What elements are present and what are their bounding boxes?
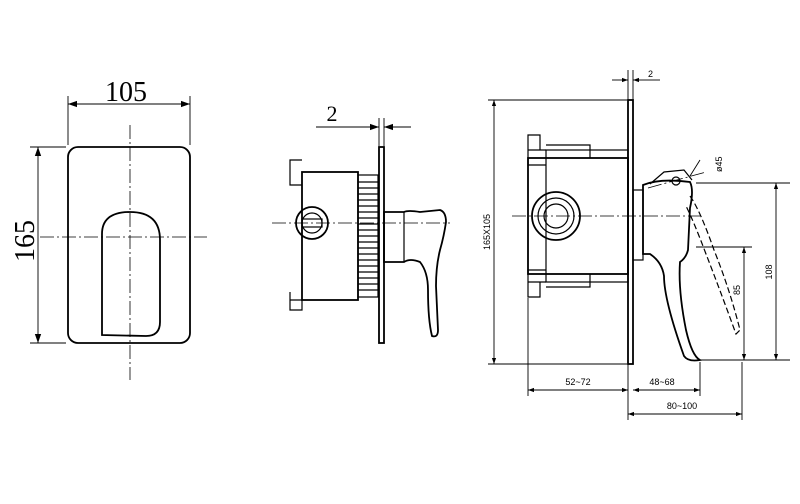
section-lever-raised	[685, 195, 741, 336]
side-lever-handle	[383, 209, 447, 338]
section-top-bracket	[527, 134, 546, 166]
side-view: 2	[272, 101, 450, 344]
valve-body	[301, 171, 359, 301]
section-handle-cap	[649, 169, 693, 185]
front-view: 105 165	[10, 77, 207, 380]
section-plate-thickness-label: 2	[648, 69, 653, 79]
handle-projection-label: 48~68	[649, 377, 674, 387]
lever-height-label: 85	[732, 285, 742, 295]
section-handle-axis	[647, 171, 707, 189]
height-label: 165	[10, 220, 41, 262]
cover-plate	[67, 146, 191, 344]
width-label: 105	[105, 77, 147, 108]
thread-lines	[358, 181, 378, 291]
diameter-label: ø45	[714, 156, 724, 172]
section-handle-body	[642, 179, 703, 362]
plate-size-label: 165X105	[482, 214, 492, 250]
bottom-bracket	[289, 292, 303, 311]
section-bottom-bracket	[527, 269, 546, 298]
section-outlet-stub	[632, 189, 644, 261]
section-bottom-bracket-right	[546, 274, 591, 288]
section-view: 2 165X105 ø45	[482, 69, 790, 420]
section-top-bracket-right	[546, 144, 591, 158]
handle-height-label: 108	[764, 264, 774, 279]
lever-handle-outline	[101, 211, 161, 337]
diameter-leader	[689, 159, 701, 177]
top-bracket	[289, 159, 302, 186]
body-depth-label: 52~72	[565, 377, 590, 387]
total-projection-label: 80~100	[667, 401, 697, 411]
side-plate-thickness-label: 2	[327, 101, 338, 126]
